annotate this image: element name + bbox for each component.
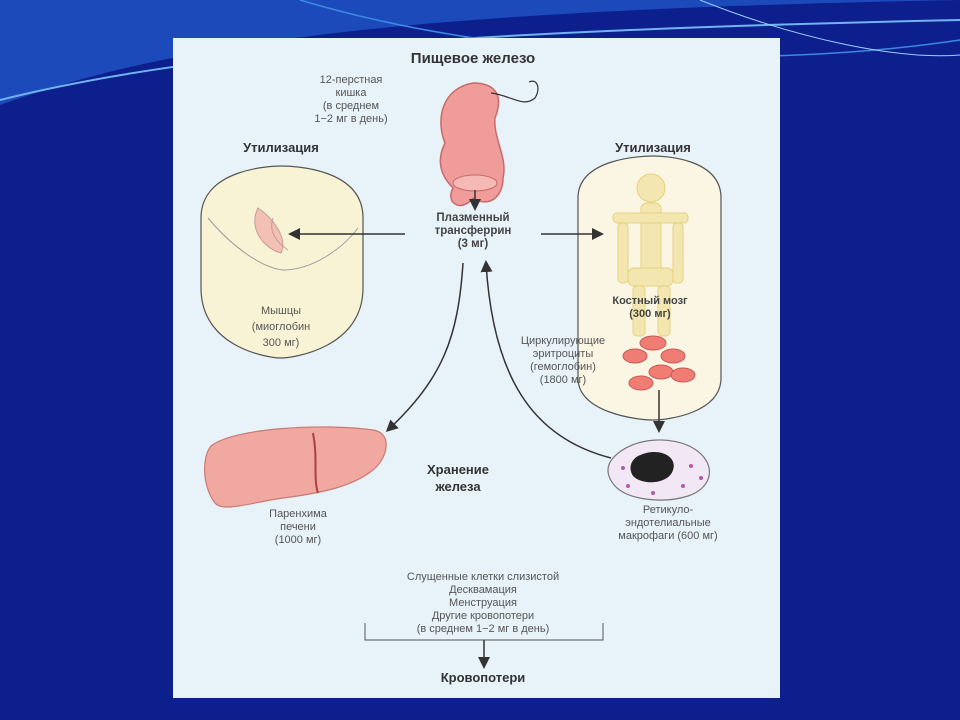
iron-storage-title: Хранение железа — [427, 462, 489, 494]
muscle-label: Мышцы (миоглобин 300 мг) — [251, 305, 311, 349]
liver-label: Паренхима печени (1000 мг) — [269, 508, 327, 546]
utilization-right-title: Утилизация — [615, 140, 691, 155]
bone-marrow-capsule — [577, 155, 722, 421]
arrow-macrophage-to-transferrin — [480, 260, 612, 459]
arrow-transferrin-to-liver — [385, 262, 464, 433]
losses-item: (в среднем 1−2 мг в день) — [416, 623, 550, 635]
macrophages-label: Ретикуло- эндотелиальные макрофаги (600 … — [618, 504, 718, 542]
muscle-capsule — [200, 165, 364, 359]
losses-item: Десквамация — [449, 584, 517, 596]
losses-item: Менструация — [449, 597, 517, 609]
intestine-illustration — [439, 80, 539, 207]
blood-loss-title: Кровопотери — [440, 670, 526, 685]
losses-item: Слущенные клетки слизистой — [406, 571, 560, 583]
macrophage-illustration — [607, 439, 711, 501]
losses-item: Другие кровопотери — [431, 610, 535, 622]
diagram-panel: Пищевое железо 12-перстная кишка (в сред… — [173, 38, 780, 698]
losses-list: Слущенные клетки слизистой Десквамация М… — [353, 571, 613, 636]
erythrocytes-label: Циркулирующие эритроциты (гемоглобин) (1… — [520, 335, 606, 386]
header-swoosh — [0, 0, 960, 105]
liver-illustration — [204, 426, 387, 508]
dietary-iron-title: Пищевое железо — [410, 50, 536, 67]
bone-marrow-label: Костный мозг (300 мг) — [612, 295, 688, 320]
skeleton-figure — [612, 173, 689, 337]
duodenum-label: 12-перстная кишка (в среднем 1−2 мг в де… — [314, 74, 388, 125]
transferrin-label: Плазменный трансферрин (3 мг) — [434, 212, 512, 250]
erythrocyte-cluster — [622, 335, 696, 391]
utilization-left-title: Утилизация — [243, 140, 319, 155]
iron-cycle-diagram — [200, 80, 722, 669]
